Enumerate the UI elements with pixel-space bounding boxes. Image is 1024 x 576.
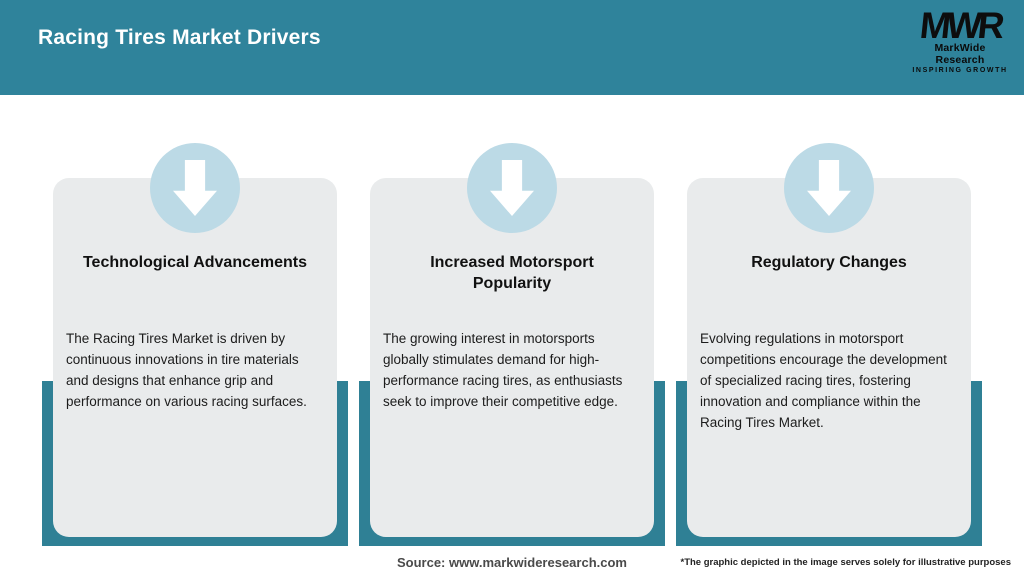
driver-card-increased-motorsport-popularity: Increased Motorsport Popularity The grow… [359,140,665,546]
source-text: Source: www.markwideresearch.com [396,555,627,570]
mwr-monogram-icon: MWR [917,5,1003,46]
icon-circle [467,143,557,233]
card-body: The growing interest in motorsports glob… [383,331,623,409]
down-arrow-icon [807,160,851,216]
card-title: Increased Motorsport Popularity [430,254,594,292]
card-title: Technological Advancements [82,254,308,271]
logo-name: MarkWide Research [934,42,986,66]
down-arrow-icon [173,160,217,216]
card-face [370,178,654,537]
icon-circle [150,143,240,233]
disclaimer-text: *The graphic depicted in the image serve… [680,557,1012,568]
page-title: Racing Tires Market Drivers [38,26,321,49]
driver-card-regulatory-changes: Regulatory Changes Evolving regulations … [676,140,982,546]
down-arrow-icon [490,160,534,216]
card-title: Regulatory Changes [751,254,907,271]
logo-tagline: INSPIRING GROWTH [912,67,1008,74]
card-face [687,178,971,537]
markwide-research-logo: MWR MarkWide Research INSPIRING GROWTH [912,5,1008,74]
header-bar: Racing Tires Market Drivers MWR MarkWide… [0,0,1024,95]
card-face [53,178,337,537]
icon-circle [784,143,874,233]
driver-card-technological-advancements: Technological Advancements The Racing Ti… [42,140,348,546]
card-body: Evolving regulations in motorsport compe… [700,331,947,430]
card-body: The Racing Tires Market is driven by con… [66,331,307,409]
